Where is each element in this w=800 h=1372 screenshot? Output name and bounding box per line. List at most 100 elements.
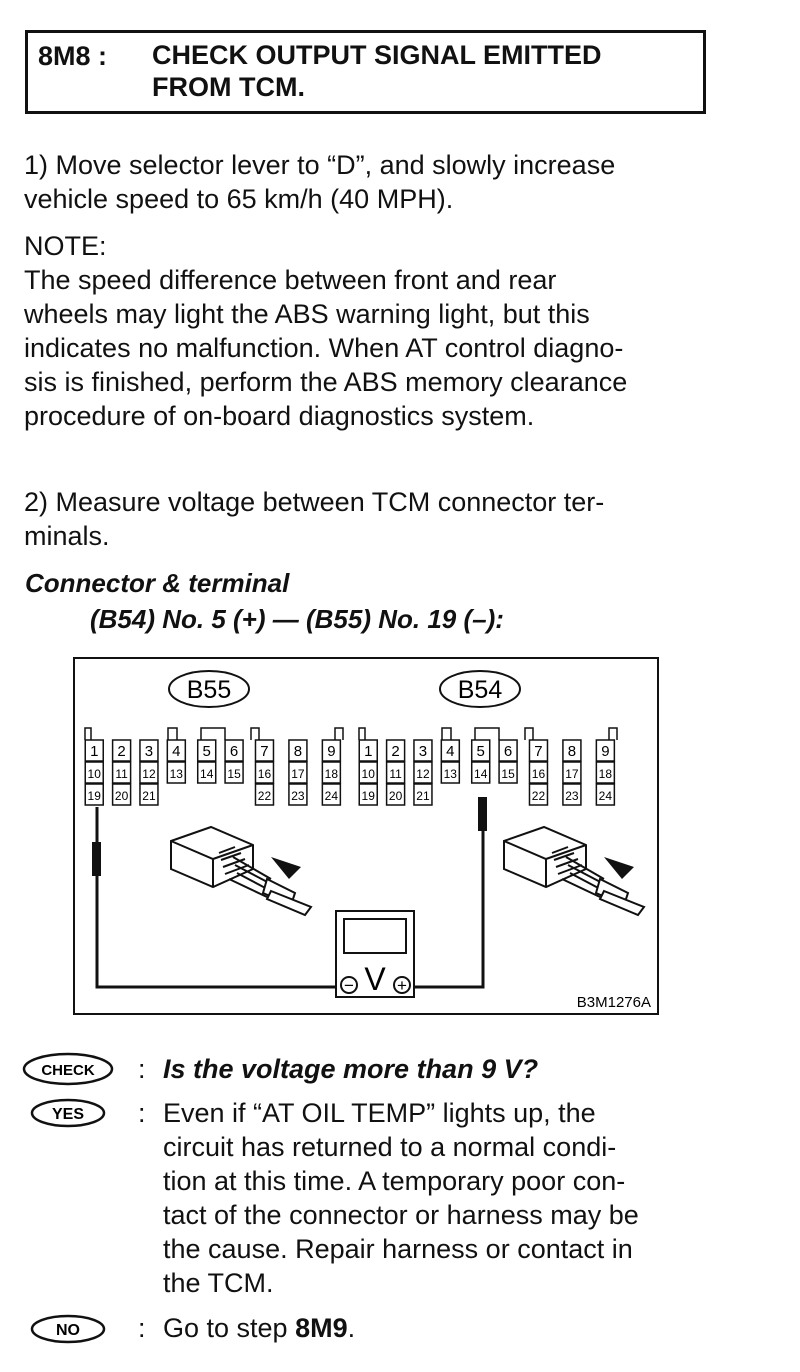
voltmeter: V − +	[335, 910, 415, 998]
svg-text:+: +	[397, 976, 407, 995]
terminal-cavity	[111, 783, 132, 806]
terminal-number: 9	[601, 743, 609, 760]
terminal-number: 21	[142, 789, 156, 803]
step-1-line-1: 1) Move selector lever to “D”, and slowl…	[24, 150, 616, 180]
terminal-number: 2	[117, 743, 125, 760]
terminal-cavity	[166, 761, 187, 784]
step-header-box: 8M8 : CHECK OUTPUT SIGNAL EMITTED FROM T…	[25, 30, 706, 114]
terminal-cavity	[224, 739, 244, 762]
terminal-cavity	[139, 739, 159, 762]
terminal-number: 19	[88, 789, 102, 803]
negative-probe-tip	[92, 842, 101, 876]
connector-label-b54-text: B54	[458, 676, 503, 704]
terminal-number: 22	[532, 789, 546, 803]
terminal-cavity	[413, 783, 433, 806]
terminal-number: 5	[477, 743, 485, 760]
terminal-cavity	[595, 783, 616, 806]
terminal-number: 11	[389, 767, 402, 781]
connector-heading: Connector & terminal	[25, 568, 290, 598]
note-line: The speed difference between front and r…	[24, 265, 557, 295]
yes-answer-line: tion at this time. A temporary poor con-	[163, 1166, 626, 1196]
terminal-cavity	[254, 739, 275, 762]
terminal-cavity	[358, 761, 378, 784]
terminal-cavity	[470, 739, 491, 762]
terminal-number: 3	[419, 743, 427, 760]
minus-terminal	[340, 976, 358, 994]
yes-answer-line: circuit has returned to a normal condi-	[163, 1132, 617, 1162]
terminal-cavity	[358, 739, 378, 762]
yes-answer-line: the cause. Repair harness or contact in	[163, 1234, 633, 1264]
terminal-number: 10	[362, 767, 376, 781]
terminal-cavity	[562, 783, 582, 806]
yes-answer-line: Even if “AT OIL TEMP” lights up, the	[163, 1098, 596, 1128]
terminal-cavity	[562, 761, 582, 784]
voltmeter-symbol: V	[364, 961, 386, 997]
positive-probe-tip	[478, 797, 487, 831]
terminal-cavity	[470, 761, 491, 784]
terminal-cavity	[385, 761, 406, 784]
terminal-number: 17	[565, 767, 579, 781]
step-2-instruction: 2) Measure voltage between TCM connector…	[24, 485, 708, 553]
connector-terminal-spec: (B54) No. 5 (+) — (B55) No. 19 (–):	[90, 604, 504, 634]
terminal-number: 8	[294, 743, 302, 760]
terminal-number: 18	[325, 767, 339, 781]
yes-answer: Even if “AT OIL TEMP” lights up, the cir…	[163, 1096, 708, 1300]
step-title-line-2: FROM TCM.	[152, 72, 305, 102]
yes-colon: :	[138, 1098, 146, 1128]
terminal-cavity	[440, 761, 461, 784]
terminal-number: 20	[389, 789, 403, 803]
terminal-number: 6	[230, 743, 238, 760]
terminal-cavity	[440, 739, 461, 762]
terminal-number: 4	[446, 743, 454, 760]
terminal-cavity	[111, 761, 132, 784]
terminal-cavity	[288, 739, 308, 762]
no-answer-text: Go to step	[163, 1313, 296, 1343]
terminal-number: 13	[170, 767, 184, 781]
terminal-number: 18	[599, 767, 613, 781]
terminal-number: 1	[90, 743, 98, 760]
step-title-line-1: CHECK OUTPUT SIGNAL EMITTED	[152, 40, 602, 70]
terminal-number: 24	[599, 789, 613, 803]
svg-text:YES: YES	[52, 1106, 84, 1123]
terminal-number: 16	[532, 767, 546, 781]
step-2-line-2: minals.	[24, 521, 110, 551]
plus-terminal	[393, 976, 411, 994]
terminal-number: 3	[145, 743, 153, 760]
positive-probe-wire	[415, 797, 485, 989]
arrow-right-icon	[604, 857, 634, 879]
svg-text:−: −	[344, 976, 354, 995]
terminal-number: 14	[474, 767, 488, 781]
terminal-cavity	[196, 761, 217, 784]
terminal-number: 23	[565, 789, 579, 803]
terminal-number: 22	[258, 789, 272, 803]
connector-latch	[358, 727, 618, 740]
terminal-cavity	[111, 739, 132, 762]
terminal-number: 19	[362, 789, 376, 803]
terminal-number: 12	[416, 767, 430, 781]
terminal-cavity	[84, 783, 104, 806]
terminal-cavity	[385, 783, 406, 806]
note-line: wheels may light the ABS warning light, …	[24, 299, 590, 329]
terminal-cavity	[562, 739, 582, 762]
terminal-cavity	[595, 739, 616, 762]
terminal-number: 17	[291, 767, 305, 781]
voltmeter-display	[343, 918, 407, 954]
terminal-cavity	[84, 739, 104, 762]
connector-label-b55-text: B55	[187, 676, 231, 704]
terminal-number: 20	[115, 789, 129, 803]
terminal-number: 24	[325, 789, 339, 803]
terminal-number: 7	[534, 743, 542, 760]
connector-label-b54: B54	[439, 670, 521, 708]
terminal-cavity	[385, 739, 406, 762]
terminal-cavity	[321, 761, 342, 784]
figure-id: B3M1276A	[577, 994, 651, 1011]
svg-text:NO: NO	[56, 1322, 80, 1339]
terminal-cavity	[358, 783, 378, 806]
check-colon: :	[138, 1054, 146, 1084]
terminal-cavity	[413, 739, 433, 762]
step-1-line-2: vehicle speed to 65 km/h (40 MPH).	[24, 184, 454, 214]
connector-plug-right-illustration	[503, 825, 646, 917]
terminal-number: 1	[364, 743, 372, 760]
terminal-cavity	[288, 783, 308, 806]
